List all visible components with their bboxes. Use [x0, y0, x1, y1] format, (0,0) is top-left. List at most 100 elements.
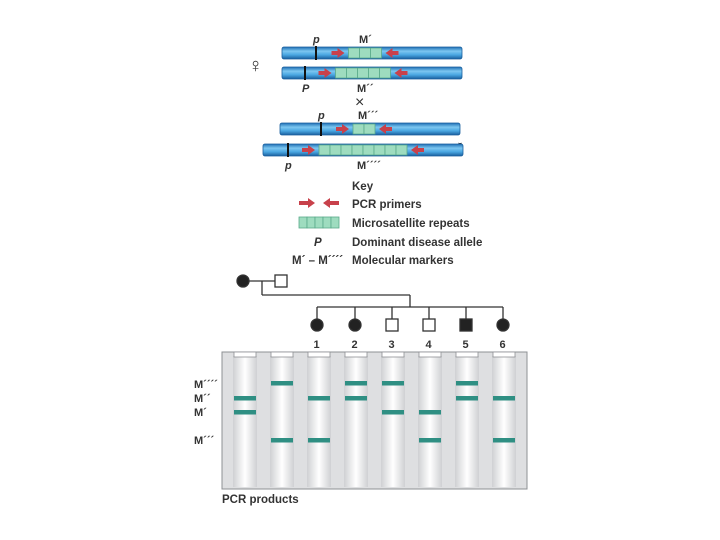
lane-strip: [307, 356, 331, 487]
repeat-unit: [340, 144, 353, 156]
gel-lane-2: [270, 351, 294, 487]
key-item-repeats-label: Microsatellite repeats: [352, 218, 470, 230]
dna-band: [493, 438, 515, 443]
dna-band: [419, 410, 441, 415]
dna-band: [271, 381, 293, 386]
repeat-unit: [348, 47, 360, 59]
female-individual: [236, 274, 250, 288]
allele-label: P: [302, 83, 310, 95]
gel-caption: PCR products: [222, 494, 299, 506]
primer-forward-icon: [302, 145, 315, 155]
repeat-unit: [351, 144, 364, 156]
primer-reverse-icon: [394, 68, 408, 78]
key-symbol-dominant-allele: P: [314, 237, 322, 249]
gel-lane-3: [307, 351, 331, 487]
primer-reverse-icon: [411, 145, 424, 155]
gel-lane-1: [233, 351, 257, 487]
female-symbol-icon: ♀: [248, 55, 263, 77]
repeat-unit: [318, 144, 331, 156]
female-individual: [310, 318, 324, 332]
lane-strip: [381, 356, 405, 487]
repeat-unit: [357, 67, 369, 79]
repeat-unit: [314, 216, 324, 229]
dna-band: [456, 381, 478, 386]
primers-icon: [299, 198, 339, 208]
male-individual: [274, 274, 288, 288]
gel-marker-label: M´´´: [194, 435, 214, 447]
chromosome-female-2: P M´´: [281, 66, 463, 95]
marker-label: M´´´´: [357, 160, 381, 172]
gel-marker-label: M´´: [194, 393, 211, 405]
loading-well: [381, 351, 405, 358]
dna-band: [271, 438, 293, 443]
gel-lane-5: [381, 351, 405, 487]
repeat-unit: [346, 67, 358, 79]
key-item-markers-label: Molecular markers: [352, 255, 454, 267]
loading-well: [455, 351, 479, 358]
gel-marker-label: M´´´´: [194, 379, 218, 391]
child-number-label: 3: [389, 339, 395, 351]
marker-label: M´´: [357, 83, 374, 95]
male-individual: [385, 318, 399, 332]
key-item-primers-label: PCR primers: [352, 199, 422, 211]
repeat-unit: [306, 216, 316, 229]
dna-band: [382, 410, 404, 415]
repeat-unit: [363, 123, 376, 135]
dna-band: [493, 396, 515, 401]
repeat-unit: [373, 144, 386, 156]
lane-strip: [270, 356, 294, 487]
gel-electrophoresis: M´´´´ M´´ M´ M´´´: [194, 351, 528, 490]
dna-band: [456, 396, 478, 401]
dna-band: [308, 438, 330, 443]
gel-lane-7: [455, 351, 479, 487]
loading-well: [492, 351, 516, 358]
key-symbol-markers: M´ – M´´´´: [292, 255, 343, 267]
loading-well: [270, 351, 294, 358]
repeat-unit: [335, 67, 347, 79]
male-individual: [422, 318, 436, 332]
repeat-unit: [368, 67, 380, 79]
repeat-unit: [329, 144, 342, 156]
loading-well: [233, 351, 257, 358]
gel-marker-label: M´: [194, 407, 207, 419]
dna-band: [345, 396, 367, 401]
repeat-unit: [379, 67, 391, 79]
repeat-unit: [359, 47, 371, 59]
primer-forward-icon: [336, 124, 349, 134]
lane-strip: [418, 356, 442, 487]
repeat-unit: [362, 144, 375, 156]
cross-symbol: ×: [355, 94, 364, 111]
marker-label: M´: [359, 34, 372, 46]
repeat-unit: [370, 47, 382, 59]
dna-band: [234, 396, 256, 401]
allele-label: p: [317, 110, 325, 122]
repeat-unit: [298, 216, 308, 229]
repeat-unit: [384, 144, 397, 156]
lane-strip: [455, 356, 479, 487]
allele-label: p: [312, 34, 320, 46]
lane-strip: [492, 356, 516, 487]
gel-background: [221, 351, 528, 490]
key-title: Key: [352, 181, 374, 193]
dna-band: [308, 396, 330, 401]
child-number-label: 6: [500, 339, 506, 351]
dna-band: [382, 381, 404, 386]
female-individual: [348, 318, 362, 332]
lane-strip: [233, 356, 257, 487]
child-number-label: 5: [463, 339, 469, 351]
key-item-dominant-label: Dominant disease allele: [352, 237, 482, 249]
primer-reverse-icon: [379, 124, 392, 134]
dna-band: [345, 381, 367, 386]
gel-lane-4: [344, 351, 368, 487]
repeats-icon: [298, 216, 340, 229]
loading-well: [344, 351, 368, 358]
primer-forward-icon: [331, 48, 345, 58]
primer-reverse-icon: [385, 48, 399, 58]
male-individual: [459, 318, 473, 332]
child-number-label: 1: [314, 339, 320, 351]
dna-band: [419, 438, 441, 443]
